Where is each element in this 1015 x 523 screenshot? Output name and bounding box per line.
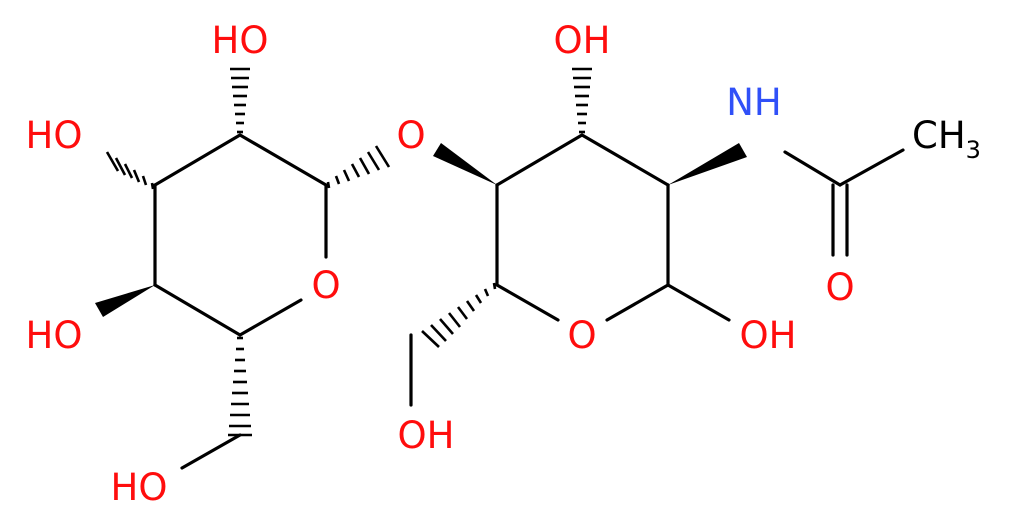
- bond: [238, 298, 303, 337]
- hash-bond-c5r-ch2: [421, 282, 497, 348]
- hydroxyl-label: HO: [212, 19, 269, 62]
- glycosidic-oxygen-label: O: [396, 114, 425, 157]
- bond: [605, 283, 670, 322]
- hydroxyl-label: OH: [740, 314, 797, 357]
- wedge-bond: [433, 143, 497, 185]
- bond: [783, 150, 842, 187]
- hydroxyl-label: HO: [26, 314, 83, 357]
- bond: [495, 133, 584, 187]
- ring-oxygen-label: O: [567, 314, 596, 357]
- hydroxyl-label: HO: [111, 466, 168, 509]
- bond: [180, 433, 242, 470]
- bond: [666, 283, 731, 322]
- hydroxyl-label: HO: [26, 114, 83, 157]
- wedge-bond: [668, 143, 747, 185]
- hash-bond-c2-oh: [230, 67, 250, 134]
- hash-bond-c5-ch2: [228, 336, 252, 437]
- bond: [495, 283, 560, 322]
- bond: [838, 148, 905, 187]
- bond: [580, 133, 670, 187]
- ring-oxygen-label: O: [311, 264, 340, 307]
- hash-bond-c3-oh: [105, 151, 155, 190]
- carbonyl-oxygen-label: O: [825, 266, 854, 309]
- hash-bond-anomeric: [326, 145, 391, 189]
- bond: [238, 133, 328, 187]
- hydroxyl-label: OH: [398, 414, 455, 457]
- wedge-bond: [95, 285, 155, 317]
- bonds: [153, 133, 905, 470]
- amine-label: NH: [726, 81, 782, 124]
- bond: [153, 283, 242, 337]
- hash-bond-c3r-oh: [572, 67, 592, 134]
- methyl-label: CH3: [912, 114, 981, 164]
- bond: [153, 133, 242, 187]
- wedge-bonds: [95, 143, 747, 317]
- hydroxyl-label: OH: [554, 19, 611, 62]
